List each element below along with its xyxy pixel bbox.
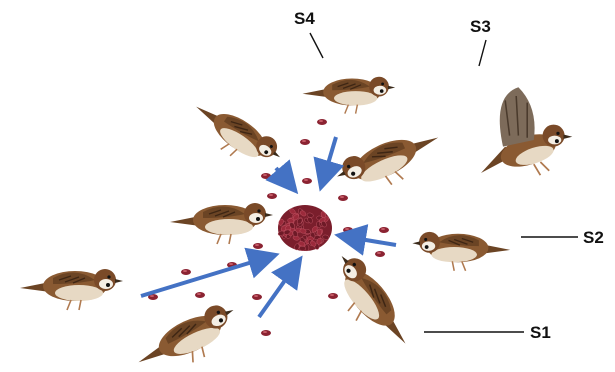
arrow-icon	[342, 236, 396, 245]
sparrow-icon	[303, 77, 396, 114]
sparrow-icon	[332, 119, 448, 204]
seed-icon	[299, 246, 305, 251]
seed-icon	[195, 292, 205, 298]
seed-icon	[252, 294, 262, 300]
sparrow-icon	[318, 248, 420, 359]
seed-icon	[338, 195, 348, 201]
seed-icon	[317, 229, 322, 236]
label-s2: S2	[583, 228, 604, 247]
seed-icon	[343, 227, 353, 233]
seed-icon	[317, 119, 327, 125]
seed-icon	[379, 227, 389, 233]
arrow-icon	[322, 137, 336, 184]
sparrow-icon	[170, 203, 273, 244]
seed-icon	[328, 293, 338, 299]
arrow-icon	[276, 168, 293, 188]
label-s3: S3	[470, 17, 491, 36]
seed-pile	[277, 205, 332, 251]
seed-icon	[302, 178, 312, 184]
sparrow-icon	[184, 92, 286, 180]
seed-icon	[300, 139, 310, 145]
sparrow-icon	[20, 269, 123, 310]
sparrow-icon	[481, 87, 572, 175]
label-s1: S1	[530, 323, 551, 342]
arrow-icon	[141, 256, 272, 296]
seed-icon	[261, 330, 271, 336]
sparrow-icon	[130, 299, 246, 372]
label-s4: S4	[294, 9, 315, 28]
seed-icon	[181, 269, 191, 275]
sparrow-icon	[412, 232, 510, 271]
seed-icon	[261, 173, 271, 179]
seed-icon	[267, 193, 277, 199]
arrow-icon	[259, 262, 298, 317]
seed-icon	[253, 243, 263, 249]
seed-icon	[375, 251, 385, 257]
